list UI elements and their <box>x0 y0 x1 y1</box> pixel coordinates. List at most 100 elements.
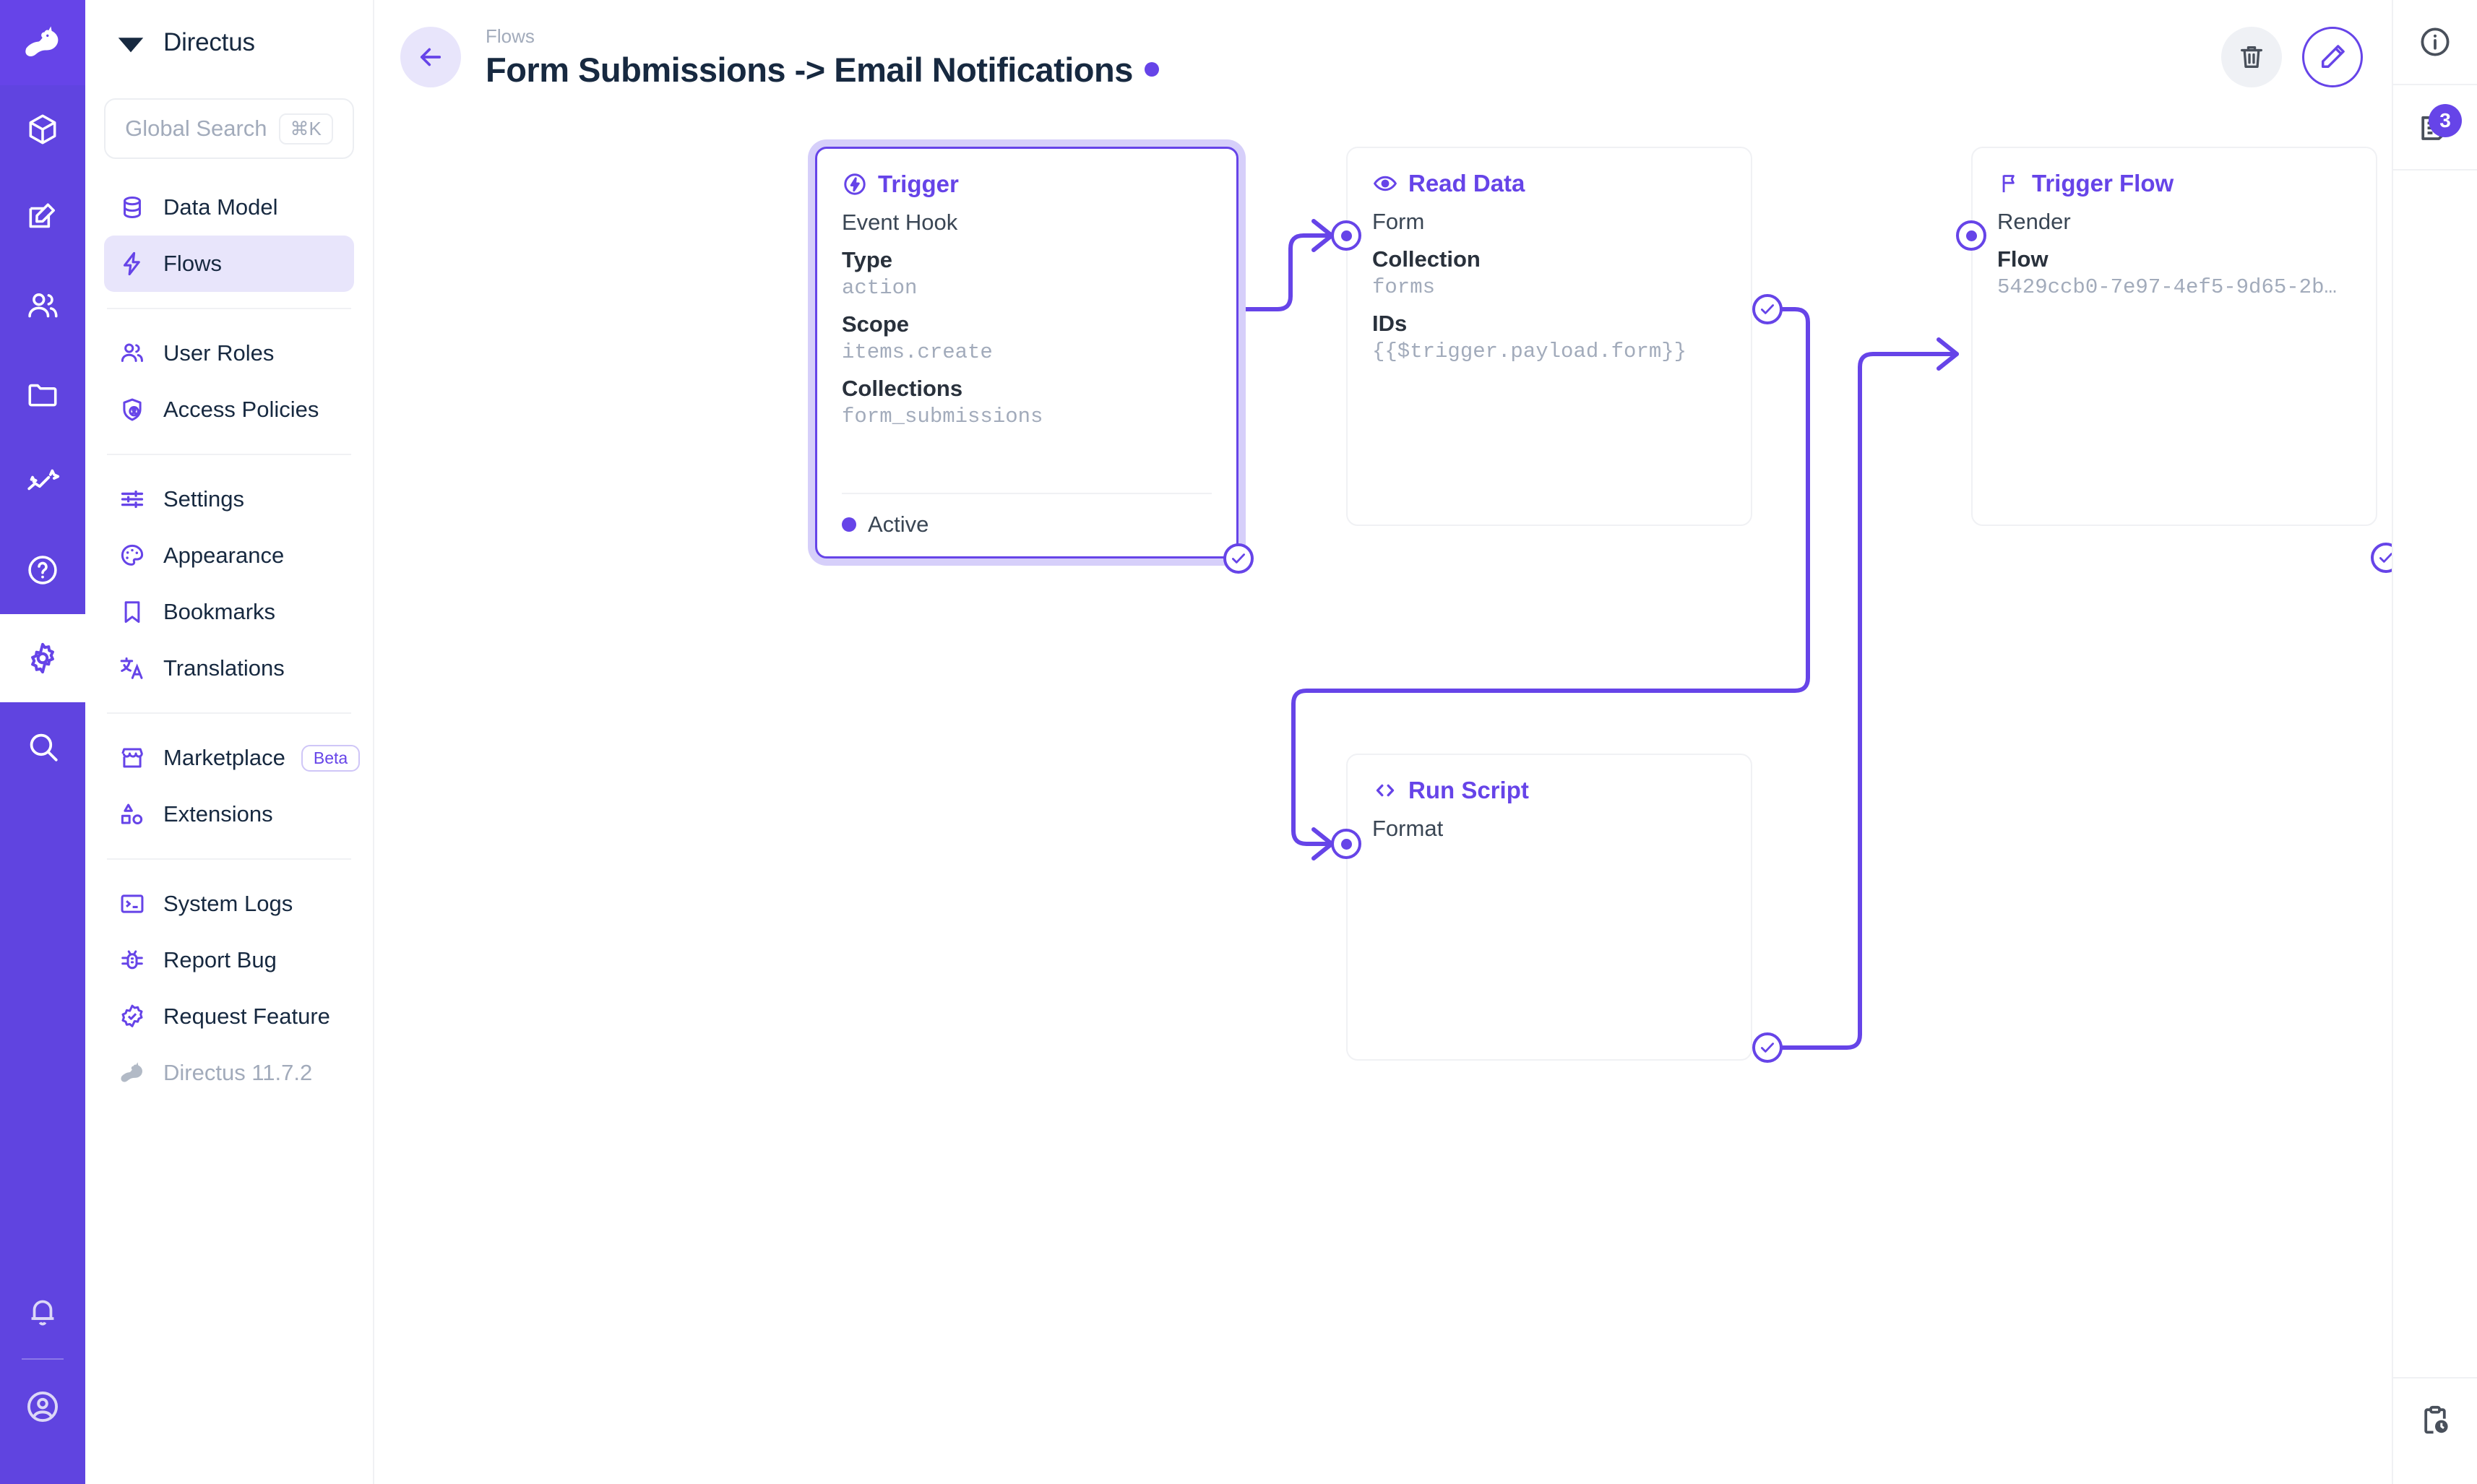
node-status: Active <box>842 493 1212 538</box>
rail-item-search[interactable] <box>0 702 85 790</box>
bolt-icon <box>117 250 147 277</box>
node-body: Event Hook Type action Scope items.creat… <box>817 198 1236 428</box>
node-header: Run Script <box>1348 755 1751 804</box>
output-handle-resolve-trigger-flow-render[interactable] <box>2371 543 2392 573</box>
sidebar-item-extensions[interactable]: Extensions <box>104 786 354 842</box>
rail-item-editor[interactable] <box>0 173 85 262</box>
sidebar-item-label: System Logs <box>163 891 293 916</box>
check-icon <box>2379 553 2392 563</box>
project-name: Directus <box>163 28 255 56</box>
rail-item-insights[interactable] <box>0 438 85 526</box>
node-header: Trigger <box>817 149 1236 198</box>
sidebar-item-access-policies[interactable]: Access Policies <box>104 381 354 438</box>
sidebar-item-marketplace[interactable]: Marketplace Beta <box>104 730 361 786</box>
sidebar-item-label: Flows <box>163 251 222 276</box>
sidebar-item-user-roles[interactable]: User Roles <box>104 325 354 381</box>
edit-flow-button[interactable] <box>2302 27 2363 87</box>
account-circle-icon <box>27 1391 59 1423</box>
field-label: Scope <box>842 311 910 337</box>
help-circle-icon <box>28 556 57 584</box>
node-status-label: Active <box>868 512 929 537</box>
input-handle-trigger-flow-render[interactable] <box>1956 220 1986 251</box>
rail-item-user-directory[interactable] <box>0 262 85 350</box>
sidebar-item-system-logs[interactable]: System Logs <box>104 876 354 932</box>
rail-item-account[interactable] <box>0 1367 85 1446</box>
flow-node-read-data[interactable]: Read Data Form Collection forms IDs {{$t… <box>1346 147 1752 526</box>
sidebar-item-report-bug[interactable]: Report Bug <box>104 932 354 988</box>
flow-node-trigger[interactable]: Trigger Event Hook Type action Scope ite… <box>815 147 1238 558</box>
page-header: Flows Form Submissions -> Email Notifica… <box>374 0 2392 114</box>
pencil-icon <box>2321 45 2345 69</box>
node-body: Render Flow 5429ccb0-7e97-4ef5-9d65-2b… <box>1973 197 2376 299</box>
navigation-sidebar: Directus Global Search ⌘K Data Model Flo… <box>85 0 374 1484</box>
input-handle-read-data[interactable] <box>1331 220 1361 251</box>
node-type-label: Read Data <box>1408 170 1525 197</box>
output-handle-resolve-trigger[interactable] <box>1223 543 1254 574</box>
flag-icon <box>2002 175 2015 193</box>
output-handle-resolve-run-script[interactable] <box>1752 1032 1783 1063</box>
field-value: forms <box>1372 275 1436 299</box>
global-search-placeholder: Global Search <box>125 116 267 141</box>
right-sidebar: 3 <box>2392 0 2477 1484</box>
info-circle-icon <box>2421 27 2450 56</box>
sidebar-version-label: Directus 11.7.2 <box>163 1060 313 1085</box>
node-operation-name: Event Hook <box>842 210 958 235</box>
page-title: Form Submissions -> Email Notifications <box>486 50 1133 89</box>
directus-rabbit-logo <box>25 26 59 57</box>
sidebar-item-settings[interactable]: Settings <box>104 471 354 527</box>
box-icon <box>29 114 56 144</box>
node-body: Format <box>1348 804 1751 842</box>
back-button[interactable] <box>400 27 461 87</box>
field-label: Collection <box>1372 246 1481 272</box>
rail-item-settings[interactable] <box>0 614 85 702</box>
rail-item-file-library[interactable] <box>0 350 85 438</box>
field-value: {{$trigger.payload.form}} <box>1372 340 1687 363</box>
sidebar-item-appearance[interactable]: Appearance <box>104 527 354 584</box>
field-value: 5429ccb0-7e97-4ef5-9d65-2b… <box>1997 275 2337 299</box>
output-handle-resolve-read-data[interactable] <box>1752 294 1783 324</box>
shapes-icon <box>117 801 147 828</box>
flow-info-panel-button[interactable] <box>2392 0 2477 85</box>
delete-flow-button[interactable] <box>2221 27 2282 87</box>
field-label: Type <box>842 247 893 272</box>
sidebar-version[interactable]: Directus 11.7.2 <box>104 1045 354 1101</box>
activity-log-panel-button[interactable] <box>2392 1377 2477 1462</box>
rail-item-content[interactable] <box>0 85 85 173</box>
flow-notes-panel-button[interactable]: 3 <box>2392 85 2477 171</box>
input-handle-run-script[interactable] <box>1331 829 1361 859</box>
directus-logo-button[interactable] <box>0 0 85 85</box>
sidebar-item-label: Extensions <box>163 801 273 827</box>
main-area: Flows Form Submissions -> Email Notifica… <box>374 0 2392 1484</box>
check-icon <box>1232 553 1245 564</box>
notes-count-badge: 3 <box>2429 104 2462 137</box>
code-brackets-icon <box>1376 784 1395 797</box>
flow-node-trigger-flow-render[interactable]: Trigger Flow Render Flow 5429ccb0-7e97-4… <box>1971 147 2377 526</box>
node-body: Form Collection forms IDs {{$trigger.pay… <box>1348 197 1751 363</box>
flow-node-run-script[interactable]: Run Script Format <box>1346 754 1752 1061</box>
sidebar-item-translations[interactable]: Translations <box>104 640 354 696</box>
field-label: Collections <box>842 376 963 401</box>
node-header: Trigger Flow <box>1973 148 2376 197</box>
eye-icon <box>1374 176 1397 191</box>
sidebar-item-flows[interactable]: Flows <box>104 236 354 292</box>
people-icon <box>117 340 147 367</box>
directus-rabbit-logo <box>117 1059 147 1087</box>
field-label: IDs <box>1372 311 1408 336</box>
sidebar-item-bookmarks[interactable]: Bookmarks <box>104 584 354 640</box>
translate-icon <box>117 655 147 682</box>
sidebar-item-data-model[interactable]: Data Model <box>104 179 354 236</box>
clipboard-clock-icon <box>2424 1405 2448 1434</box>
rail-item-notifications[interactable] <box>0 1272 85 1351</box>
trigger-bolt-icon <box>844 173 866 195</box>
flow-canvas[interactable]: Trigger Event Hook Type action Scope ite… <box>374 114 2392 1484</box>
module-rail <box>0 0 85 1484</box>
sidebar-divider <box>107 858 351 860</box>
project-brand[interactable]: Directus <box>104 0 354 85</box>
breadcrumb[interactable]: Flows <box>486 25 535 48</box>
users-icon <box>28 293 58 318</box>
sidebar-item-request-feature[interactable]: Request Feature <box>104 988 354 1045</box>
sidebar-item-label: Translations <box>163 655 285 681</box>
rail-item-help[interactable] <box>0 526 85 614</box>
global-search-input[interactable]: Global Search ⌘K <box>104 98 354 159</box>
sliders-icon <box>117 486 147 513</box>
